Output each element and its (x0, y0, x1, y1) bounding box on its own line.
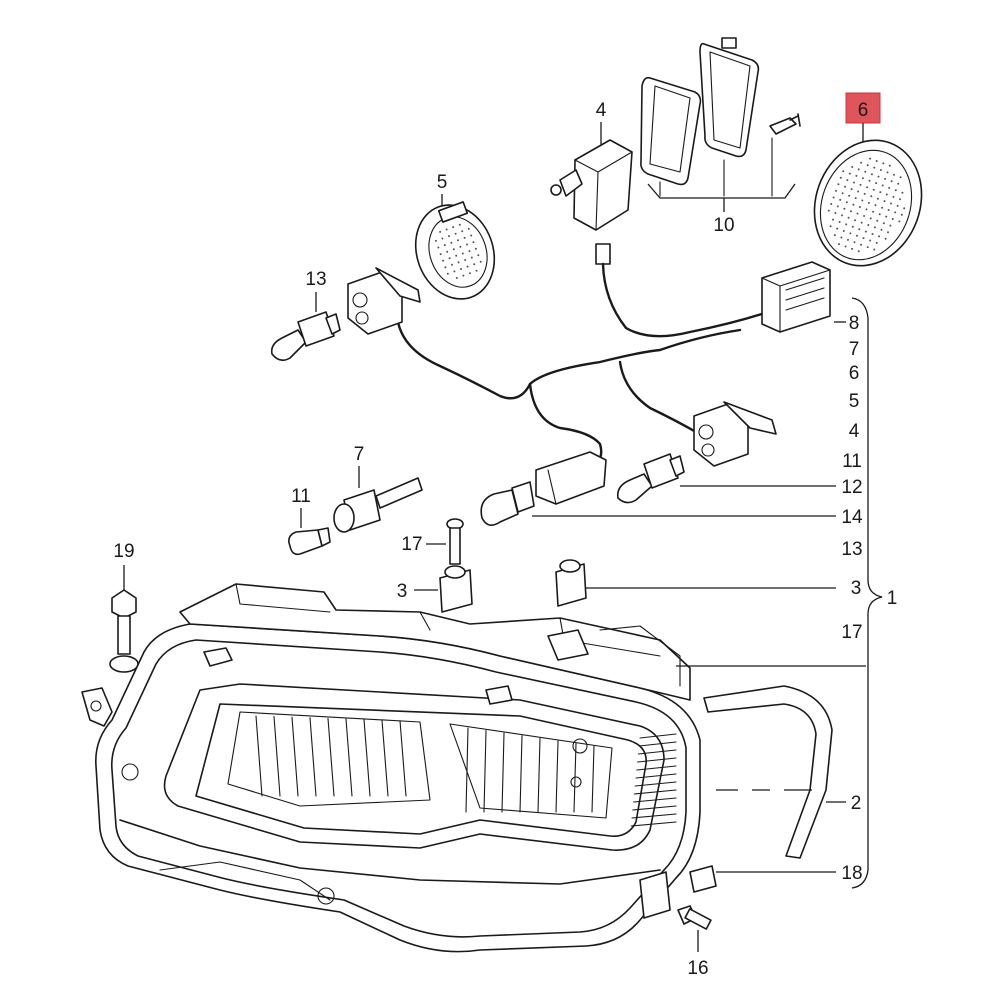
callout-label: 6 (858, 100, 869, 121)
right-list-item: 17 (841, 622, 862, 643)
callout-1: 1 (887, 588, 898, 609)
part-19-screw[interactable]: 19 (109, 541, 139, 673)
callout-18: 18 (841, 863, 862, 884)
right-list-item: 4 (849, 421, 860, 442)
right-list-item: 14 (841, 507, 863, 528)
right-list-item: 6 (849, 363, 860, 384)
callout-17: 17 (401, 534, 422, 555)
part-6-cover-cap[interactable] (797, 125, 939, 281)
part-4-leveling-motor[interactable]: 4 (550, 100, 633, 265)
part-11-bulb[interactable]: 11 (288, 486, 331, 556)
right-list-item: 5 (849, 391, 860, 412)
wiring-harness[interactable] (347, 261, 831, 505)
part-7-bulb-holder[interactable]: 7 (333, 444, 423, 533)
part-18-clip[interactable] (689, 865, 836, 893)
right-list-item: 3 (851, 578, 862, 599)
part-13-bulb[interactable]: 13 (270, 269, 341, 362)
part-17-screw[interactable]: 17 (401, 518, 464, 565)
right-list-item: 11 (842, 451, 862, 472)
callout-13: 13 (305, 269, 326, 290)
part-3-bracket-right[interactable] (555, 559, 836, 607)
part-3-bracket-left[interactable]: 3 (397, 565, 473, 613)
right-list-item: 8 (849, 313, 860, 334)
part-14-bulb[interactable] (480, 481, 836, 526)
callout-19: 19 (113, 541, 134, 562)
callout-11: 11 (291, 486, 311, 507)
part-5-cap[interactable]: 5 (403, 172, 507, 310)
callout-10: 10 (713, 215, 734, 236)
callout-2: 2 (851, 793, 862, 814)
right-list-item: 13 (841, 539, 862, 560)
callout-3-left: 3 (397, 581, 408, 602)
part-12-bulb[interactable] (616, 453, 836, 504)
part-10-gasket-set[interactable]: 10 (640, 37, 801, 236)
right-list-item: 7 (849, 339, 860, 360)
callout-16: 16 (687, 958, 708, 979)
callout-4: 4 (596, 100, 607, 121)
right-list-item: 12 (841, 477, 862, 498)
part-16-screw[interactable]: 16 (677, 905, 712, 979)
part-1-headlight-housing[interactable] (81, 583, 701, 953)
callout-5: 5 (437, 172, 448, 193)
highlight-box (845, 92, 881, 124)
right-index-list: 8 7 6 5 4 11 12 14 13 3 17 1 2 18 (834, 297, 898, 889)
part-2-trim-strip[interactable] (703, 685, 846, 859)
callout-7: 7 (354, 444, 365, 465)
